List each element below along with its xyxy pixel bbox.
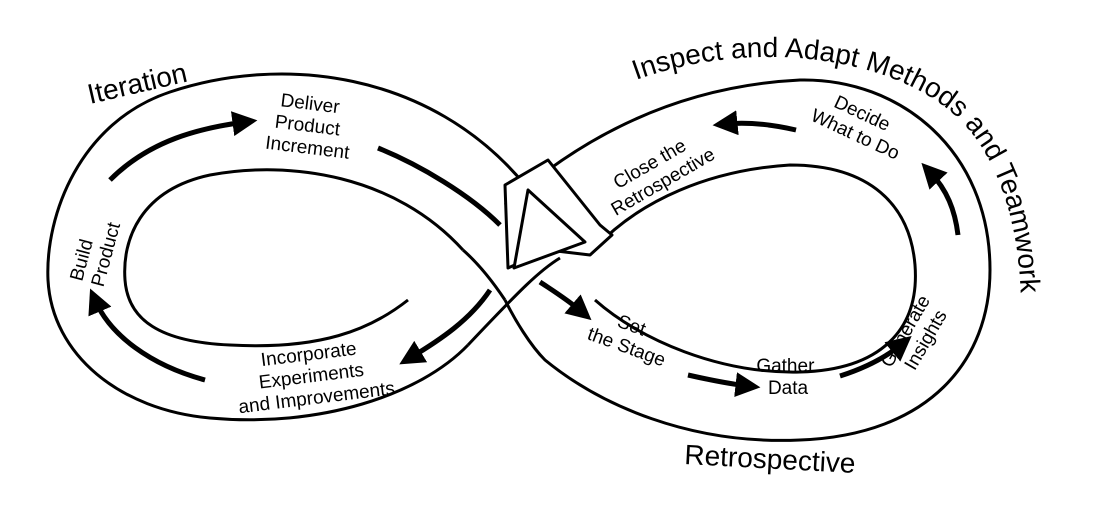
infinity-band xyxy=(46,72,992,442)
arrow-decide-to-close xyxy=(712,110,797,136)
iteration-label: Iteration xyxy=(84,57,190,110)
retrospective-loop-inner-edge xyxy=(593,163,917,374)
arrow-deliver-to-crossing xyxy=(377,145,502,227)
step-build-product: Build Product xyxy=(67,214,126,289)
step-close-the-retrospective: Close the Retrospective xyxy=(597,125,719,220)
arrow-generate-to-decide xyxy=(921,162,961,236)
band-crossing-right xyxy=(466,256,561,347)
arrow-set-stage-to-gather xyxy=(687,372,761,398)
step-deliver-increment: Deliver Product Increment xyxy=(264,89,356,164)
arrow-build-to-deliver xyxy=(108,111,258,182)
step-decide-what-to-do: Decide What to Do xyxy=(808,85,912,164)
step-set-the-stage: Set the Stage xyxy=(585,303,676,371)
inspect-adapt-arrow-head xyxy=(512,188,587,270)
retrospective-label: Retrospective xyxy=(684,439,857,479)
step-gather-data: Gather Data xyxy=(756,356,819,399)
iteration-loop-outer-edge xyxy=(46,72,527,422)
arrow-crossing-to-incorporate xyxy=(399,288,493,365)
arrow-incorporate-to-build xyxy=(88,288,206,383)
arrow-gather-to-generate xyxy=(839,336,912,379)
iteration-loop-inner-edge xyxy=(123,168,465,348)
retrospective-loop-outer-edge xyxy=(503,78,992,442)
step-generate-insights: Generate Insights xyxy=(877,287,956,382)
flow-arrows xyxy=(88,110,961,398)
band-crossing-lower xyxy=(462,248,507,301)
arrow-crossing-to-set-stage xyxy=(538,279,592,321)
